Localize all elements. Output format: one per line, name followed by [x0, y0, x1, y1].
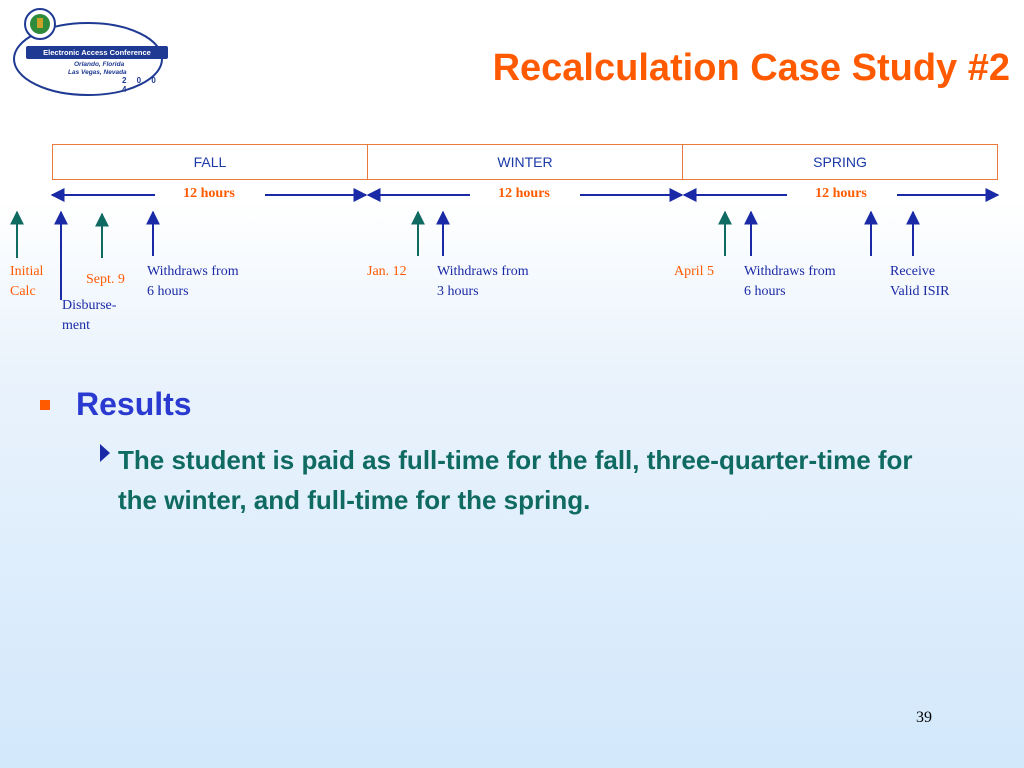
slide-number: 39: [916, 709, 932, 726]
logo-swoosh-icon: [13, 8, 163, 96]
triangle-bullet-icon: [100, 444, 110, 462]
term-winter: WINTER: [368, 145, 683, 179]
fall-withdraw-label-2: 6 hours: [147, 284, 189, 299]
term-fall: FALL: [53, 145, 368, 179]
initial-calc-label-1: Initial: [10, 264, 44, 279]
disbursement-label-2: ment: [62, 318, 90, 333]
results-text: The student is paid as full-time for the…: [118, 445, 913, 515]
term-spring: SPRING: [813, 154, 867, 170]
square-bullet-icon: [40, 400, 50, 410]
logo-title: Electronic Access Conference: [26, 46, 168, 59]
logo-city-2: Las Vegas, Nevada: [68, 69, 127, 76]
isir-label-2: Valid ISIR: [890, 284, 950, 299]
spring-withdraw-label-1: Withdraws from: [744, 264, 836, 279]
spring-hours-label: 12 hours: [815, 186, 867, 201]
results-heading: Results: [76, 386, 192, 422]
disbursement-label-1: Disburse-: [62, 298, 117, 313]
logo-city-1: Orlando, Florida: [74, 61, 125, 68]
fall-withdraw-label-1: Withdraws from: [147, 264, 239, 279]
sept9-label: Sept. 9: [86, 272, 125, 287]
initial-calc-label-2: Calc: [10, 284, 36, 299]
spring-withdraw-label-2: 6 hours: [744, 284, 786, 299]
winter-withdraw-label-1: Withdraws from: [437, 264, 529, 279]
winter-withdraw-label-2: 3 hours: [437, 284, 479, 299]
page-title: Recalculation Case Study #2: [492, 47, 1010, 89]
logo-year: 2 0 0 4: [122, 76, 160, 94]
timeline-diagram: [10, 188, 1000, 300]
isir-label-1: Receive: [890, 264, 936, 279]
april5-label: April 5: [674, 264, 715, 279]
terms-row: FALL WINTER SPRING: [52, 144, 998, 180]
jan12-label: Jan. 12: [367, 264, 407, 279]
conference-logo: Electronic Access Conference Orlando, Fl…: [8, 4, 168, 100]
fall-hours-label: 12 hours: [183, 186, 235, 201]
winter-hours-label: 12 hours: [498, 186, 550, 201]
